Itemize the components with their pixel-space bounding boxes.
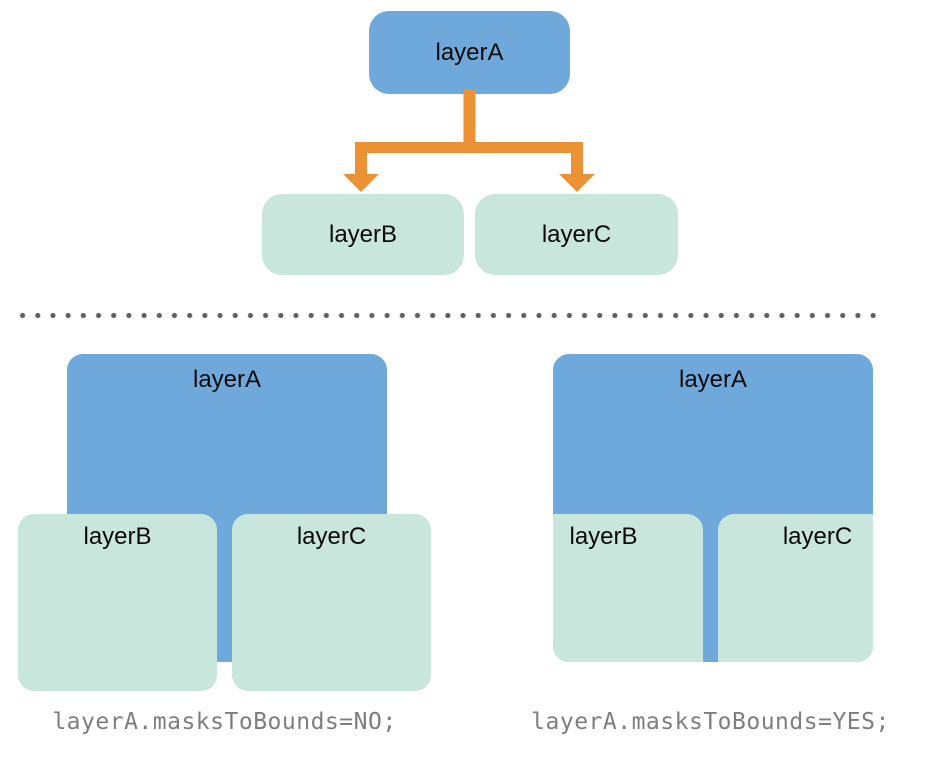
fig-no-layerC-box: layerC <box>232 514 431 691</box>
arrow-down-icon <box>343 174 379 192</box>
tree-node-layerB-label: layerB <box>328 220 398 248</box>
tree-node-layerA-label: layerA <box>435 38 504 66</box>
tree-node-layerC: layerC <box>475 194 678 275</box>
connector-right-arm <box>571 142 583 176</box>
tree-node-layerB: layerB <box>262 194 464 275</box>
arrow-down-icon <box>559 174 595 192</box>
fig-yes-layerA-label: layerA <box>678 366 748 393</box>
tree-node-layerC-label: layerC <box>541 220 612 248</box>
connector-bar <box>355 142 583 153</box>
fig-yes-layerA-box: layerA layerB layerC <box>553 354 873 662</box>
connector-left-arm <box>355 142 367 176</box>
fig-yes-layerC-label: layerC <box>782 523 853 550</box>
fig-no-layerB-label: layerB <box>83 523 152 550</box>
fig-yes-layerC-box: layerC <box>718 514 873 662</box>
fig-yes-layerB-box: layerB <box>553 514 703 662</box>
fig-no-layerB-box: layerB <box>18 514 217 691</box>
fig-yes-layerB-label: layerB <box>569 523 638 550</box>
dotted-divider <box>15 311 881 320</box>
caption-masks-to-bounds-yes: layerA.masksToBounds=YES; <box>531 709 890 735</box>
caption-masks-to-bounds-no: layerA.masksToBounds=NO; <box>52 709 397 735</box>
fig-no-layerA-label: layerA <box>192 366 262 393</box>
tree-node-layerA: layerA <box>369 11 570 94</box>
connector-stem <box>463 90 476 147</box>
fig-no-layerC-label: layerC <box>296 523 367 550</box>
